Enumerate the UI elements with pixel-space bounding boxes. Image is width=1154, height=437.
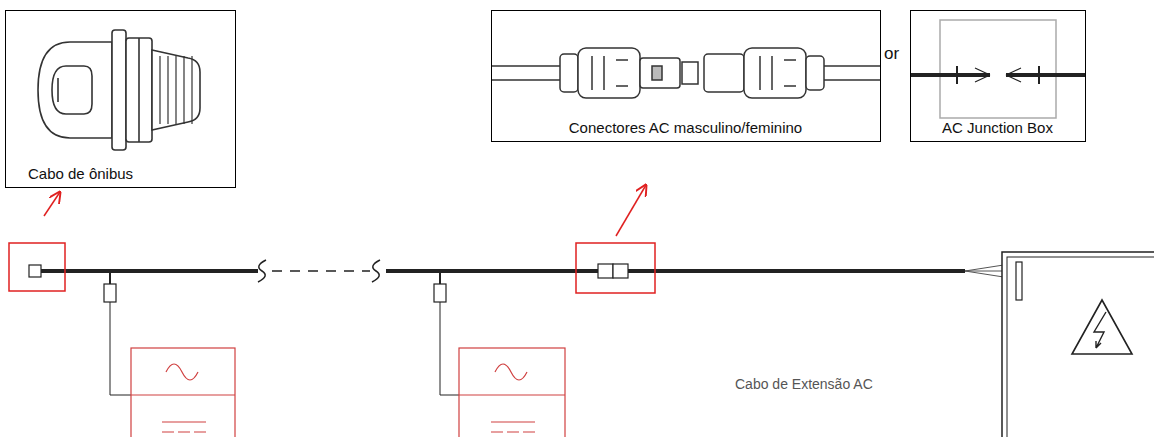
ac-connector-drawing: [491, 48, 881, 98]
inset-box: Conectores AC masculino/feminino: [491, 10, 881, 142]
trunk-cable: [29, 260, 1010, 282]
or-label: or: [884, 44, 899, 64]
end-cap-drawing: [38, 30, 200, 150]
highlight-callouts: [9, 185, 655, 293]
inset-caption: Cabo de ônibus: [26, 165, 135, 182]
inverter-drops: [104, 271, 459, 395]
thread-lines: [160, 56, 192, 124]
inset-box: Cabo de ônibus: [5, 10, 236, 188]
microinverter-symbol: [131, 348, 235, 437]
cable-label: Cabo de Extensão AC: [735, 376, 873, 392]
junction-box-drawing: [910, 20, 1086, 118]
inset-box: AC Junction Box: [910, 10, 1086, 142]
distribution-panel: [1002, 252, 1154, 437]
inset-caption: Conectores AC masculino/feminino: [567, 119, 804, 136]
inset-caption: AC Junction Box: [940, 119, 1055, 136]
microinverter-symbol: [459, 348, 565, 437]
